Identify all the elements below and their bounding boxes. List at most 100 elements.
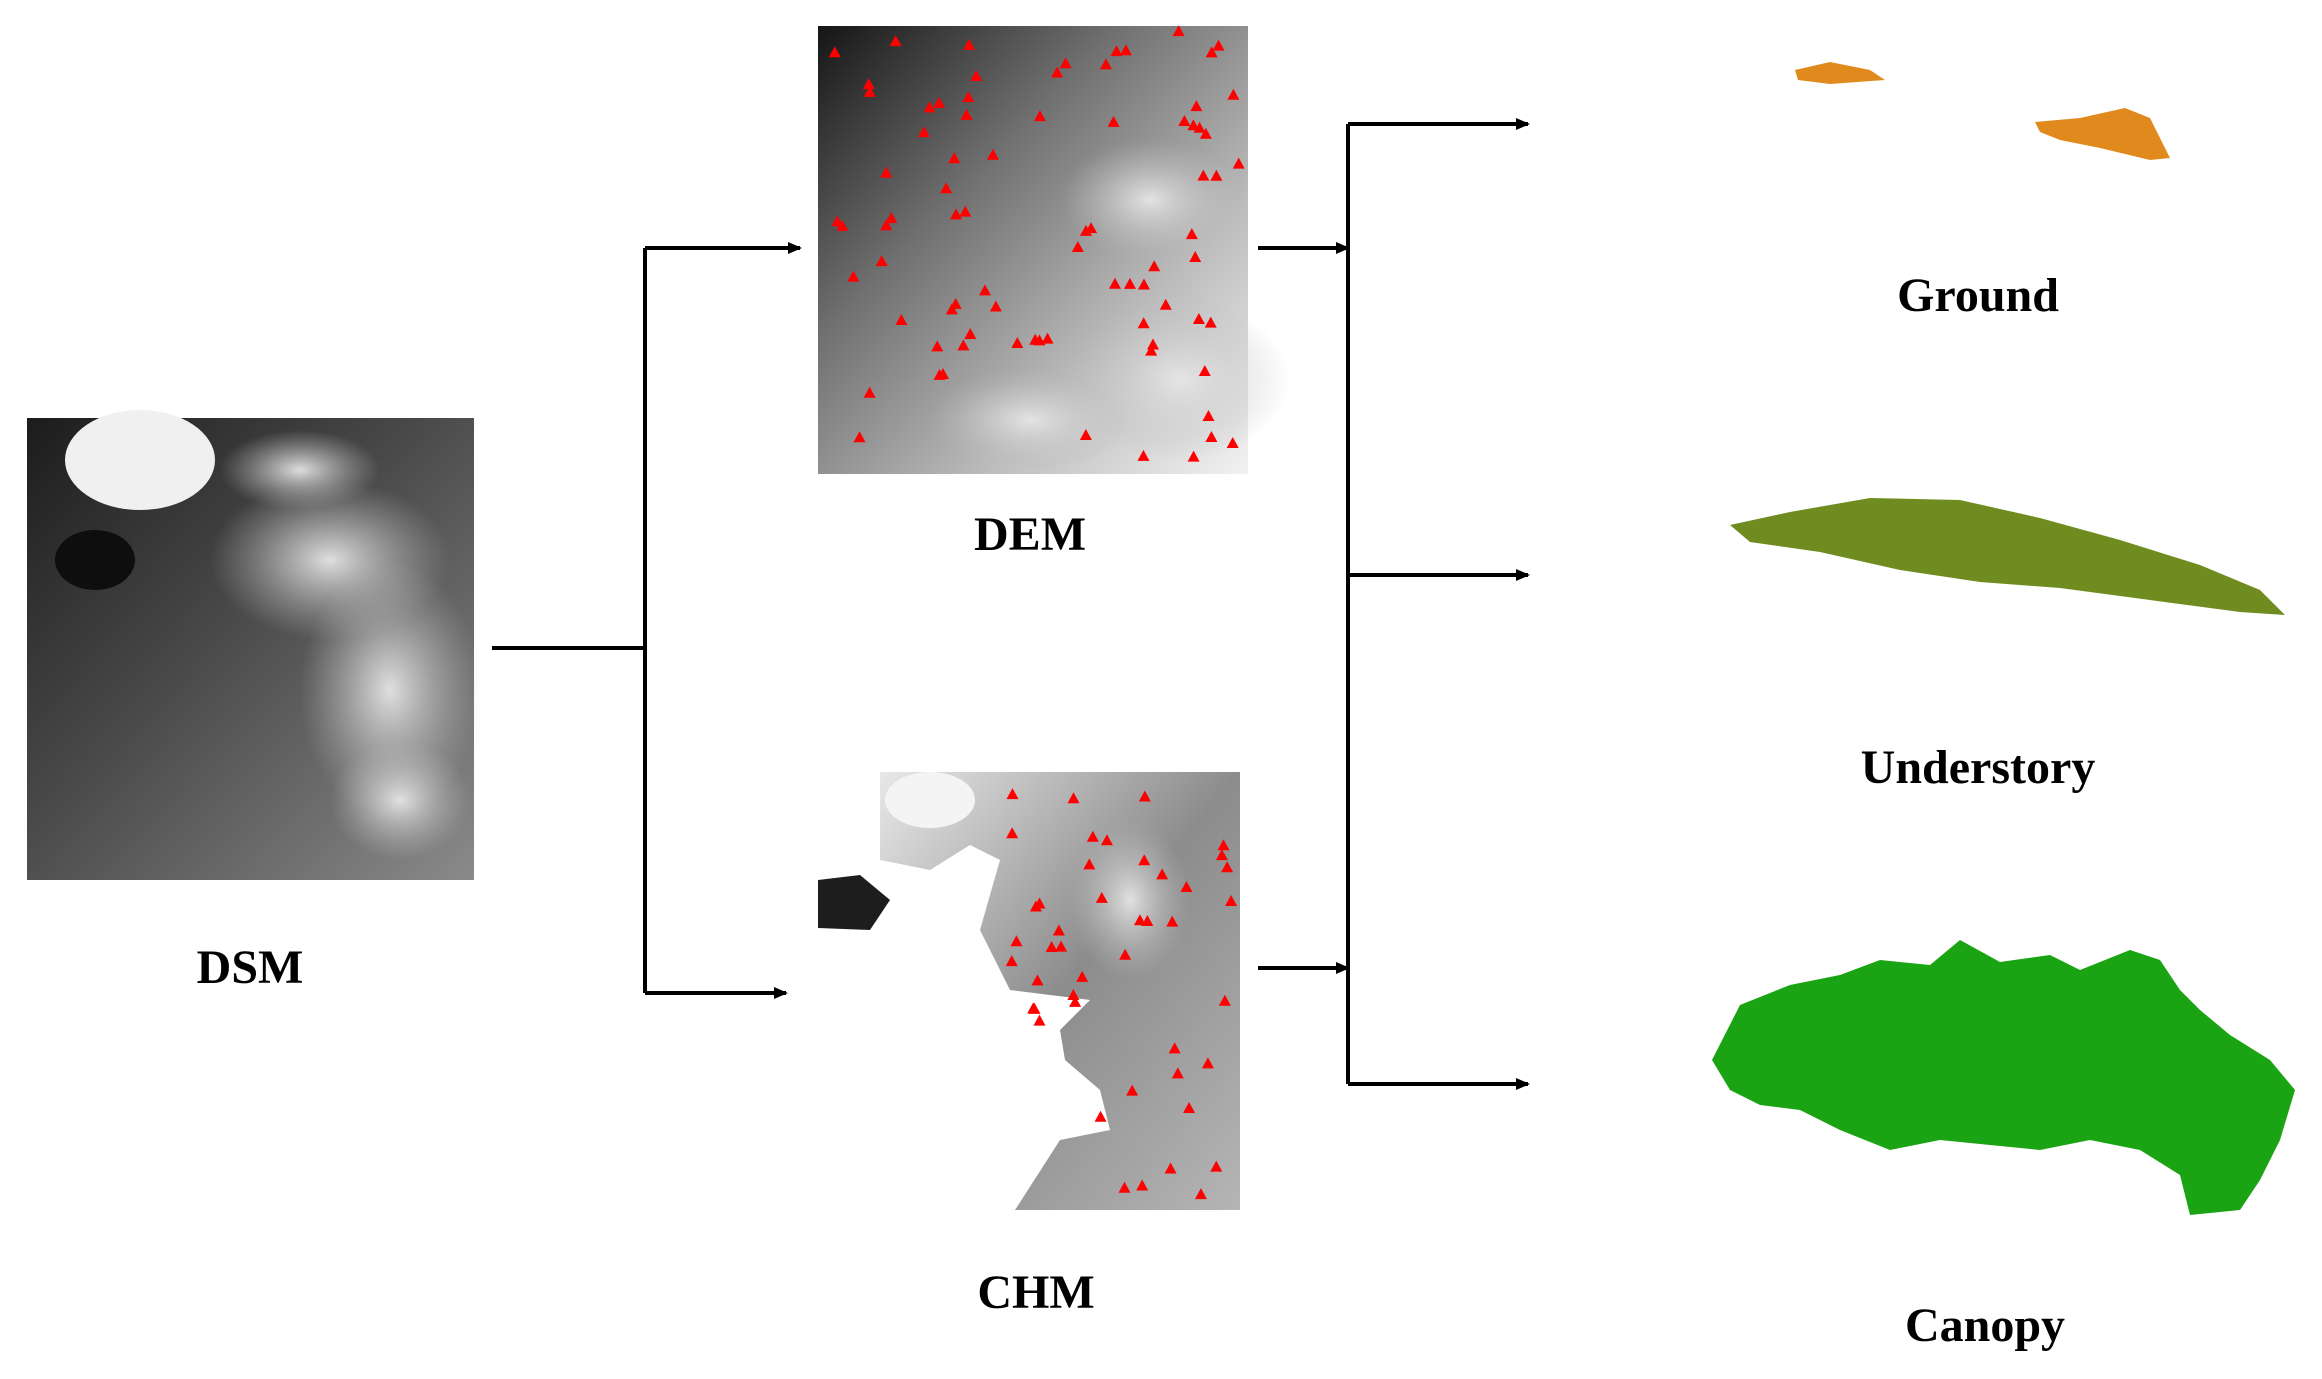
red-triangle-icon [1201,1057,1214,1069]
red-triangle-icon [1205,46,1218,58]
red-triangle-icon [1067,988,1080,1000]
red-triangle-icon [847,270,860,282]
red-triangle-icon [1225,895,1238,907]
red-triangle-icon [1194,1188,1207,1200]
red-triangle-icon [1221,861,1234,873]
red-triangle-icon [1159,298,1172,310]
red-triangle-icon [937,367,950,379]
red-triangle-icon [885,212,898,224]
red-triangle-icon [917,126,930,138]
understory-point-cloud [1730,498,2285,615]
red-triangle-icon [880,166,893,178]
red-triangle-icon [1138,790,1151,802]
dsm-label: DSM [196,941,304,994]
red-triangle-icon [1085,222,1098,234]
red-triangle-icon [1051,66,1064,78]
red-triangle-icon [1205,431,1218,443]
red-triangle-icon [1052,924,1065,936]
red-triangle-icon [863,85,876,97]
red-triangle-icon [978,284,991,296]
red-triangle-icon [923,101,936,113]
canopy-point-cloud [1712,940,2295,1215]
ground-label: Ground [1897,269,2059,322]
red-triangle-icon [1168,1042,1181,1054]
red-triangle-icon [1119,44,1132,56]
red-triangle-icon [1055,940,1068,952]
red-triangle-icon [1079,429,1092,441]
red-triangle-icon [1215,849,1228,861]
canopy-label: Canopy [1904,1299,2066,1352]
red-triangle-icon [1193,121,1206,133]
red-triangle-icon [1156,868,1169,880]
red-triangle-icon [931,340,944,352]
red-triangle-icon [1148,260,1161,272]
red-triangle-icon [1118,1181,1131,1193]
red-triangle-icon [1029,333,1042,345]
red-triangle-icon [1190,100,1203,112]
dem-label: DEM [974,508,1086,561]
red-triangle-icon [1137,449,1150,461]
red-triangle-icon [1033,110,1046,122]
red-triangle-icon [1006,788,1019,800]
red-triangle-icon [1033,897,1046,909]
red-triangle-icon [828,46,841,58]
ground-point-cloud [1795,62,2170,160]
red-triangle-icon [1136,1179,1149,1191]
red-triangle-icon [940,182,953,194]
red-triangle-icon [959,205,972,217]
red-triangle-icon [1067,792,1080,804]
red-triangle-icon [1199,127,1212,139]
red-triangle-icon [1119,948,1132,960]
red-triangle-icon [1166,915,1179,927]
dem-image [818,25,1290,474]
red-triangle-icon [1232,157,1245,169]
red-triangle-icon [948,152,961,164]
red-triangle-icon [1099,58,1112,70]
red-triangle-icon [1094,1110,1107,1122]
red-triangle-icon [933,96,946,108]
red-triangle-icon [1138,854,1151,866]
red-triangle-icon [1180,880,1193,892]
red-triangle-icon [1006,827,1019,839]
red-triangle-icon [1210,1160,1223,1172]
red-triangle-icon [1185,228,1198,240]
red-triangle-icon [1133,914,1146,926]
red-triangle-icon [1227,88,1240,100]
red-triangle-icon [1226,436,1239,448]
red-triangle-icon [1164,1162,1177,1174]
red-triangle-icon [1217,839,1230,851]
red-triangle-icon [957,339,970,351]
red-triangle-icon [1189,251,1202,263]
red-triangle-icon [1041,332,1054,344]
red-triangle-icon [1172,25,1185,37]
red-triangle-icon [950,208,963,220]
red-triangle-icon [853,431,866,443]
red-triangle-icon [1033,1014,1046,1026]
red-triangle-icon [1100,834,1113,846]
red-triangle-icon [1069,995,1082,1007]
red-triangle-icon [945,303,958,315]
red-triangle-icon [1192,313,1205,325]
red-triangle-icon [1110,45,1123,57]
red-triangle-icon [1071,240,1084,252]
red-triangle-icon [1031,974,1044,986]
red-triangle-icon [1137,278,1150,290]
red-triangle-icon [1027,1002,1040,1014]
red-triangle-icon [989,300,1002,312]
red-triangle-icon [1010,935,1023,947]
red-triangle-icon [889,35,902,47]
connector-arrows [492,118,1530,1090]
red-triangle-icon [1095,891,1108,903]
red-triangle-icon [1187,119,1200,131]
red-triangle-icon [1137,317,1150,329]
chm-seed-markers [1005,788,1238,1200]
red-triangle-icon [895,313,908,325]
red-triangle-icon [1141,914,1154,926]
red-triangle-icon [1178,114,1191,126]
red-triangle-icon [962,91,975,103]
red-triangle-icon [836,219,849,231]
red-triangle-icon [880,219,893,231]
red-triangle-icon [1123,277,1136,289]
red-triangle-icon [1059,57,1072,69]
